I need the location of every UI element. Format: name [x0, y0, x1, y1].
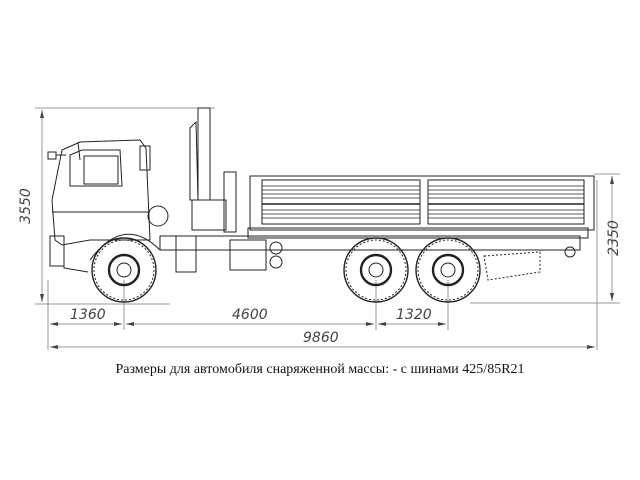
dimension-platform-height: 2350 — [606, 220, 622, 256]
dimension-overall-height: 3550 — [18, 188, 34, 224]
dimension-rear-axle-spacing: 1320 — [396, 307, 432, 323]
drawing-caption: Размеры для автомобиля снаряженной массы… — [115, 362, 525, 377]
dimension-wheelbase: 4600 — [232, 307, 268, 323]
dimension-front-overhang: 1360 — [70, 307, 106, 323]
dimension-overall-length: 9860 — [303, 330, 339, 346]
